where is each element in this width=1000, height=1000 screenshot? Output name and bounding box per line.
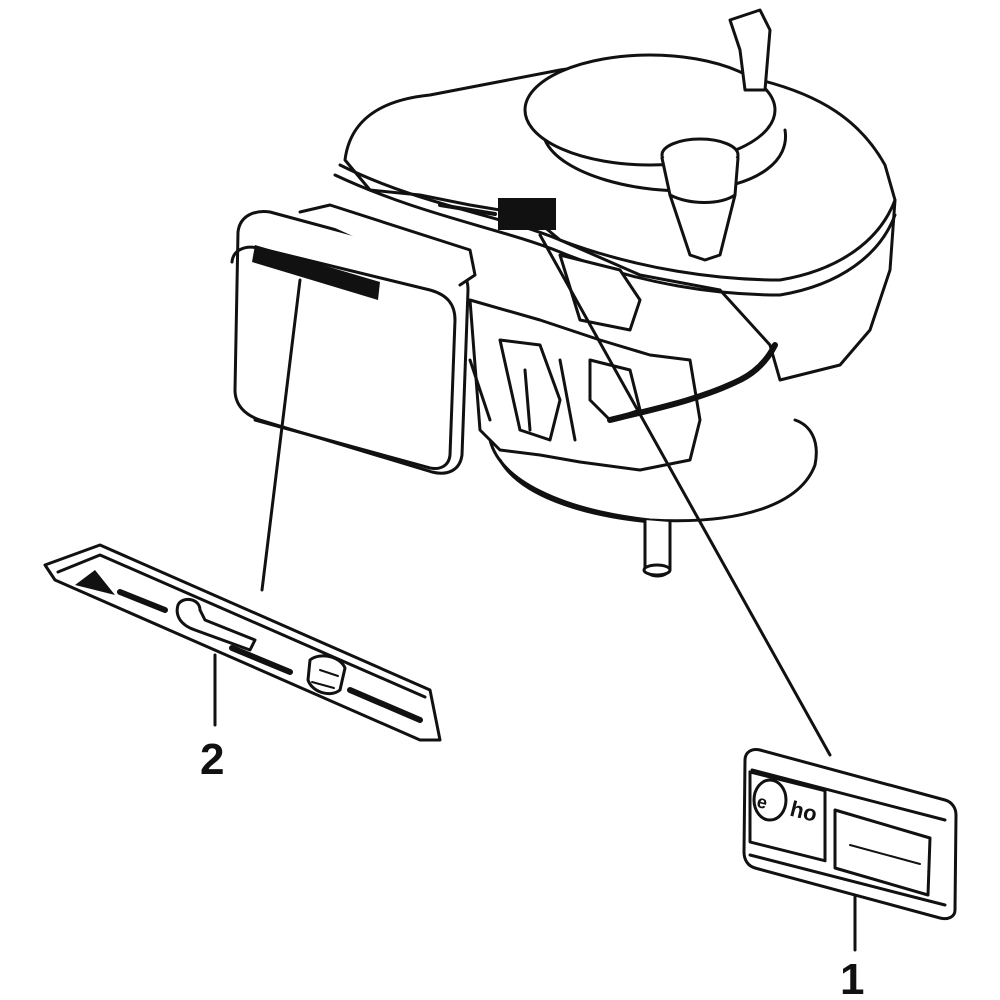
leader-line-2 (260, 278, 302, 592)
air-filter-cover (230, 203, 477, 475)
callout-number-2: 2 (200, 735, 225, 784)
svg-text:e: e (755, 791, 770, 813)
carburetor-area (468, 253, 778, 472)
starter-dome (523, 8, 788, 193)
callout-number-1: 1 (840, 955, 865, 1000)
decal-part-1: e ho (742, 748, 958, 921)
decal-part-2 (43, 543, 442, 742)
fuel-cap (660, 137, 740, 262)
engine-base (488, 418, 818, 578)
leader-line-1 (538, 233, 832, 757)
shroud-label-mark (498, 198, 556, 230)
